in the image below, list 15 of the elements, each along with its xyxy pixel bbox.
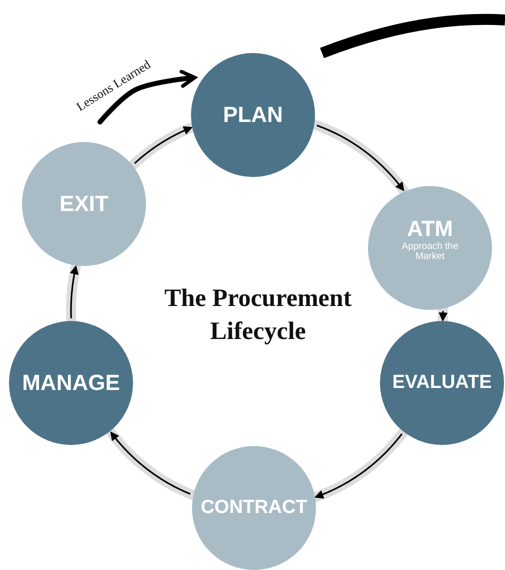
stage-description: Approach the Market <box>400 242 460 262</box>
stage-name: PLAN <box>223 102 283 128</box>
arrow <box>438 310 448 322</box>
arrow <box>70 265 79 318</box>
diagram-title: The Procurement Lifecycle <box>163 284 353 346</box>
arrow <box>314 434 402 499</box>
arrow <box>316 124 404 192</box>
stage-name: EVALUATE <box>392 372 492 394</box>
arrow <box>98 70 196 124</box>
stage-name: EXIT <box>60 191 108 217</box>
arrow <box>134 126 193 164</box>
arrow <box>110 431 190 494</box>
stage-name: ATM <box>406 216 454 242</box>
stage-name: MANAGE <box>22 370 120 396</box>
stage-name: CONTRACT <box>200 497 308 519</box>
